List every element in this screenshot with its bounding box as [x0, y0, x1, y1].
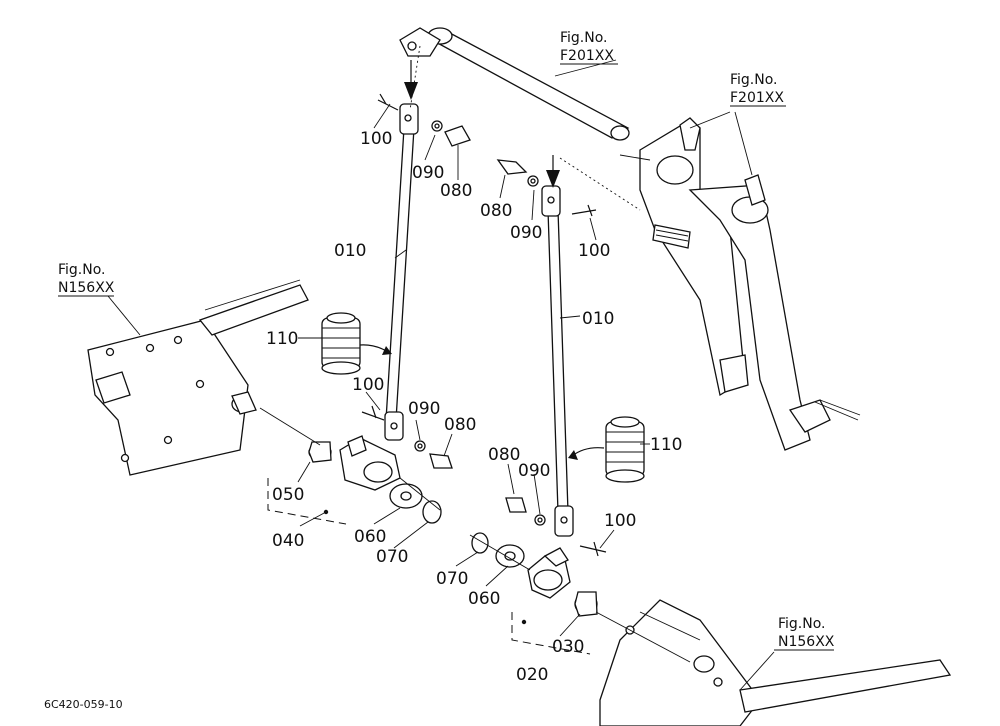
part-080-mid-right: 080	[488, 445, 520, 465]
part-050: 050	[272, 485, 304, 505]
fig-ref-bottom-label: Fig.No.	[778, 616, 826, 632]
fig-ref-top: Fig.No. F201XX	[560, 30, 618, 65]
part-020: 020	[516, 665, 548, 685]
top-hardware	[377, 93, 597, 217]
part-080-mid-left: 080	[444, 415, 476, 435]
diagram-code: 6C420-059-10	[44, 698, 123, 711]
center-lines	[259, 45, 691, 663]
leader-lines	[107, 59, 775, 691]
part-100-mid-left: 100	[352, 375, 384, 395]
lever-left	[308, 435, 442, 524]
group-020-bracket	[511, 612, 591, 655]
rod-right	[541, 185, 574, 537]
part-030: 030	[552, 637, 584, 657]
part-100-top-left: 100	[360, 129, 392, 149]
rod-left	[384, 103, 419, 441]
part-090-mid-right: 090	[518, 461, 550, 481]
part-080-top-right: 080	[480, 201, 512, 221]
part-090-top-left: 090	[412, 163, 444, 183]
part-010-right: 010	[582, 309, 614, 329]
part-060-right: 060	[468, 589, 500, 609]
part-060-left: 060	[354, 527, 386, 547]
fig-ref-left-label: Fig.No.	[58, 262, 106, 278]
arrow-markers	[404, 60, 560, 188]
lever-right	[471, 532, 598, 617]
part-090-top-right: 090	[510, 223, 542, 243]
part-110-right: 110	[650, 435, 682, 455]
left-bracket	[87, 279, 309, 476]
pedal-assembly	[639, 117, 861, 451]
part-100-mid-right: 100	[604, 511, 636, 531]
fig-ref-right: Fig.No. F201XX	[730, 72, 786, 107]
fig-ref-right-label: Fig.No.	[730, 72, 778, 88]
fig-ref-bottom-code: N156XX	[778, 634, 835, 650]
part-080-top-left: 080	[440, 181, 472, 201]
cross-shaft	[399, 27, 630, 141]
part-110-left: 110	[266, 329, 298, 349]
part-100-top-right: 100	[578, 241, 610, 261]
group-040-bracket	[267, 478, 347, 525]
fig-ref-top-code: F201XX	[560, 48, 614, 64]
fig-ref-top-label: Fig.No.	[560, 30, 608, 46]
fig-ref-right-code: F201XX	[730, 90, 784, 106]
boot-left	[321, 312, 361, 375]
right-frame	[599, 599, 952, 726]
mid-hardware	[361, 405, 607, 557]
part-070-left: 070	[376, 547, 408, 567]
fig-ref-left-code: N156XX	[58, 280, 115, 296]
part-010-left: 010	[334, 241, 366, 261]
fig-ref-left: Fig.No. N156XX	[58, 262, 115, 297]
part-090-mid-left: 090	[408, 399, 440, 419]
boot-right	[605, 416, 645, 483]
part-070-right: 070	[436, 569, 468, 589]
part-040: 040	[272, 531, 304, 551]
fig-ref-bottom: Fig.No. N156XX	[774, 616, 835, 651]
